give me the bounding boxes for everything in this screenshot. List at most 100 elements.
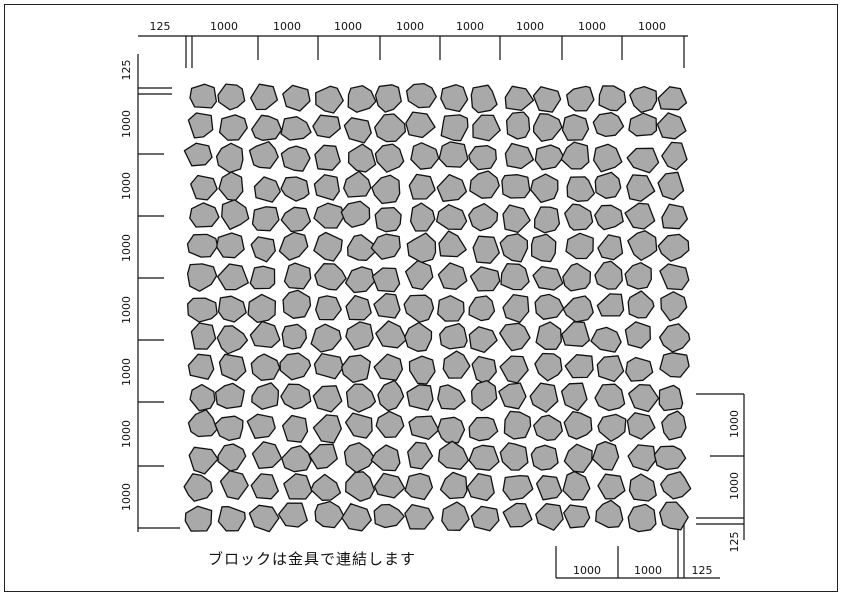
stone-block bbox=[598, 85, 627, 112]
stone-block bbox=[186, 233, 219, 258]
top-dim-label: 1000 bbox=[334, 20, 362, 33]
stone-block bbox=[468, 295, 496, 322]
stone-block bbox=[658, 323, 691, 353]
stone-block bbox=[214, 415, 244, 442]
stone-block bbox=[627, 290, 655, 319]
stone-block bbox=[373, 472, 406, 499]
stone-block bbox=[189, 383, 216, 412]
stone-block bbox=[563, 410, 593, 440]
stone-block bbox=[435, 204, 468, 231]
stone-block bbox=[626, 147, 660, 174]
caption-text: ブロックは金具で連結します bbox=[208, 550, 417, 568]
stone-block bbox=[653, 445, 687, 471]
stone-block bbox=[624, 321, 651, 349]
stone-block bbox=[343, 442, 376, 474]
stone-block bbox=[373, 503, 405, 529]
stone-block bbox=[371, 174, 401, 205]
stone-block bbox=[250, 473, 279, 500]
stone-block bbox=[499, 442, 529, 471]
stone-block bbox=[659, 263, 690, 291]
stone-block bbox=[370, 233, 401, 260]
stone-block bbox=[626, 174, 656, 202]
stone-block bbox=[308, 443, 338, 470]
stone-block bbox=[659, 501, 689, 531]
stone-block bbox=[560, 141, 590, 170]
stone-block bbox=[468, 326, 498, 354]
stone-block bbox=[437, 295, 465, 322]
top-dimension-chain: 125 1000 1000 1000 1000 1000 1000 1000 1… bbox=[138, 20, 688, 68]
stone-block bbox=[216, 263, 249, 291]
stone-block bbox=[310, 323, 342, 353]
stone-block bbox=[406, 232, 437, 264]
stone-block bbox=[535, 321, 562, 350]
stone-block bbox=[466, 472, 495, 502]
stone-block bbox=[313, 231, 343, 262]
stone-block bbox=[375, 320, 408, 349]
stone-block bbox=[562, 262, 592, 292]
stone-block bbox=[534, 293, 565, 320]
stone-block bbox=[313, 352, 344, 380]
stone-block bbox=[314, 500, 345, 529]
drawing-frame bbox=[4, 4, 838, 592]
stone-block bbox=[343, 117, 372, 144]
stone-block bbox=[375, 410, 405, 439]
stone-block bbox=[278, 231, 309, 261]
stone-block bbox=[251, 114, 283, 141]
stone-block bbox=[344, 412, 373, 439]
stone-block bbox=[656, 112, 687, 140]
stone-block bbox=[438, 141, 469, 168]
stone-block bbox=[564, 354, 594, 379]
stone-block bbox=[469, 170, 500, 199]
stone-block bbox=[592, 112, 625, 138]
stone-block bbox=[251, 382, 280, 410]
stone-block bbox=[661, 410, 687, 441]
stone-block bbox=[661, 203, 689, 230]
stone-block bbox=[315, 85, 344, 114]
stone-block bbox=[340, 200, 371, 228]
stone-block bbox=[595, 499, 624, 529]
left-dimension-chain: 125 1000 1000 1000 1000 1000 1000 1000 bbox=[120, 54, 180, 532]
stone-block bbox=[404, 260, 434, 291]
stone-block bbox=[281, 323, 308, 350]
stone-block bbox=[566, 176, 596, 202]
stone-block bbox=[530, 233, 557, 263]
left-dim-label: 1000 bbox=[120, 172, 133, 200]
stone-block-field bbox=[183, 82, 692, 533]
right-dim-label: 1000 bbox=[728, 472, 741, 500]
stone-block bbox=[590, 326, 622, 353]
stone-block bbox=[441, 501, 470, 531]
stone-block bbox=[625, 356, 654, 382]
stone-block bbox=[314, 263, 347, 291]
stone-block bbox=[408, 355, 436, 385]
stone-block bbox=[499, 322, 531, 352]
stone-block bbox=[279, 352, 312, 381]
stone-block bbox=[249, 320, 281, 349]
stone-block bbox=[403, 294, 435, 323]
stone-block bbox=[594, 171, 622, 199]
stone-block bbox=[408, 415, 440, 440]
stone-block bbox=[533, 414, 563, 441]
stone-block bbox=[250, 236, 276, 263]
stone-block bbox=[471, 355, 497, 385]
stone-block bbox=[405, 111, 436, 139]
stone-block bbox=[624, 262, 652, 290]
stone-block bbox=[561, 113, 590, 141]
left-dim-label: 1000 bbox=[120, 358, 133, 386]
stone-block bbox=[502, 474, 534, 501]
stone-block bbox=[628, 383, 660, 413]
stone-block bbox=[404, 472, 434, 501]
stone-block bbox=[183, 142, 213, 167]
stone-block bbox=[253, 176, 281, 203]
stone-block bbox=[504, 85, 535, 112]
stone-block bbox=[468, 416, 499, 442]
stone-block bbox=[627, 503, 657, 533]
stone-block bbox=[628, 473, 657, 502]
stone-block bbox=[374, 206, 402, 233]
left-dim-label: 1000 bbox=[120, 483, 133, 511]
stone-block bbox=[437, 262, 468, 291]
stone-block bbox=[409, 202, 436, 232]
stone-block bbox=[629, 85, 658, 114]
stone-block bbox=[562, 470, 591, 501]
stone-block bbox=[187, 353, 215, 380]
left-dim-label: 1000 bbox=[120, 296, 133, 324]
